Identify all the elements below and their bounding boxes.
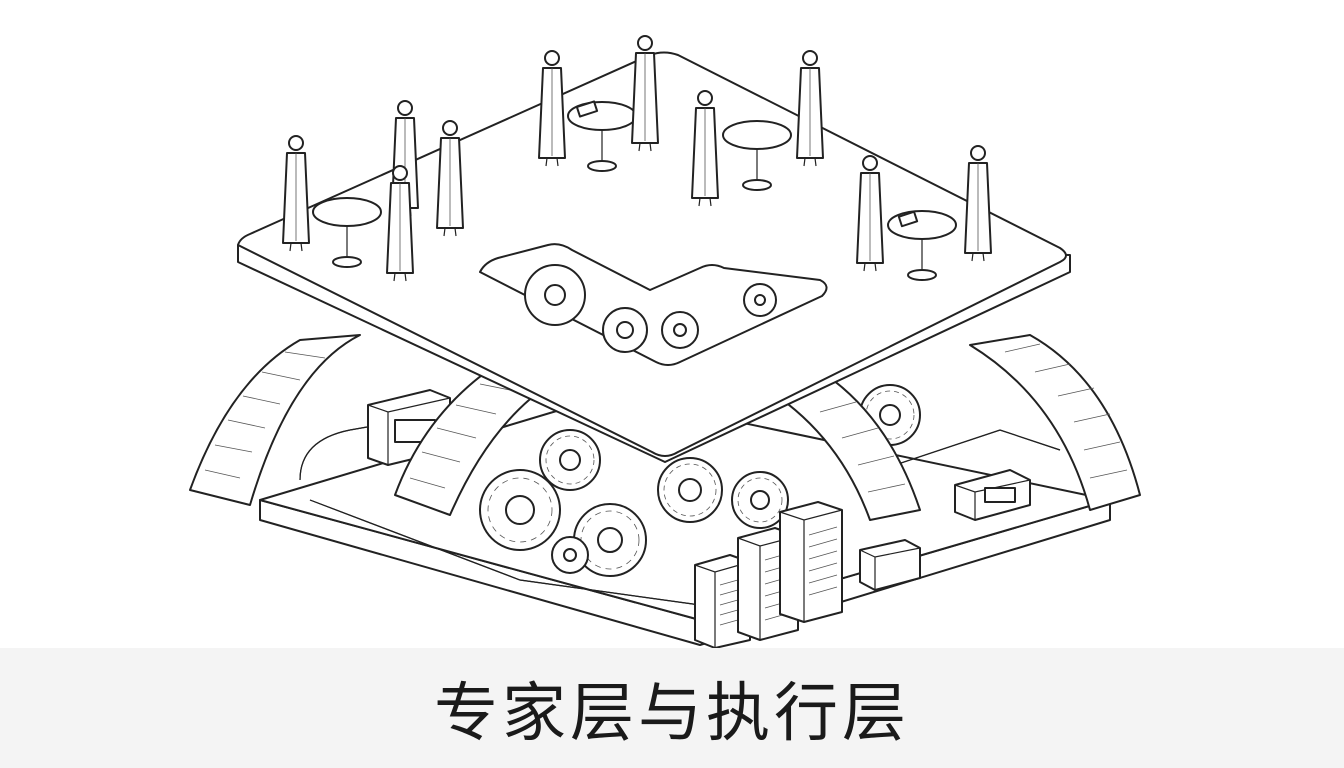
gear-icon <box>602 307 648 353</box>
expert-figure-icon <box>436 120 464 237</box>
gear-icon <box>539 429 601 491</box>
conveyor-ramp-icon <box>189 334 361 506</box>
caption-title: 专家层与执行层 <box>434 677 910 751</box>
control-box-icon <box>859 539 921 591</box>
gear-cluster <box>479 384 921 577</box>
table-icon <box>567 100 637 172</box>
gear-icon <box>731 471 789 529</box>
expert-figure-icon <box>964 145 992 262</box>
expert-figure-icon <box>386 165 414 282</box>
gear-icon <box>551 536 589 574</box>
expert-figure-icon <box>538 50 566 167</box>
expert-figure-icon <box>631 35 659 152</box>
expert-figure-icon <box>691 90 719 207</box>
pipe-icon <box>299 399 1061 606</box>
server-rack-icon <box>779 501 843 623</box>
server-rack-icon <box>694 554 751 648</box>
conveyor-ramp-icon <box>969 334 1141 511</box>
gear-icon <box>479 469 561 551</box>
control-box-icon <box>954 469 1031 521</box>
gear-icon <box>657 457 723 523</box>
expert-figures <box>282 35 992 282</box>
expert-figure-icon <box>796 50 824 167</box>
expert-and-execution-layer-illustration <box>189 35 1141 648</box>
table-icon <box>887 210 957 281</box>
table-icon <box>312 197 382 268</box>
caption-bar: 专家层与执行层 <box>0 648 1344 768</box>
gear-icon <box>661 311 699 349</box>
expert-figure-icon <box>282 135 310 252</box>
gear-icon <box>524 264 586 326</box>
gear-icon <box>743 283 777 317</box>
table-icon <box>722 120 792 191</box>
expert-figure-icon <box>856 155 884 272</box>
